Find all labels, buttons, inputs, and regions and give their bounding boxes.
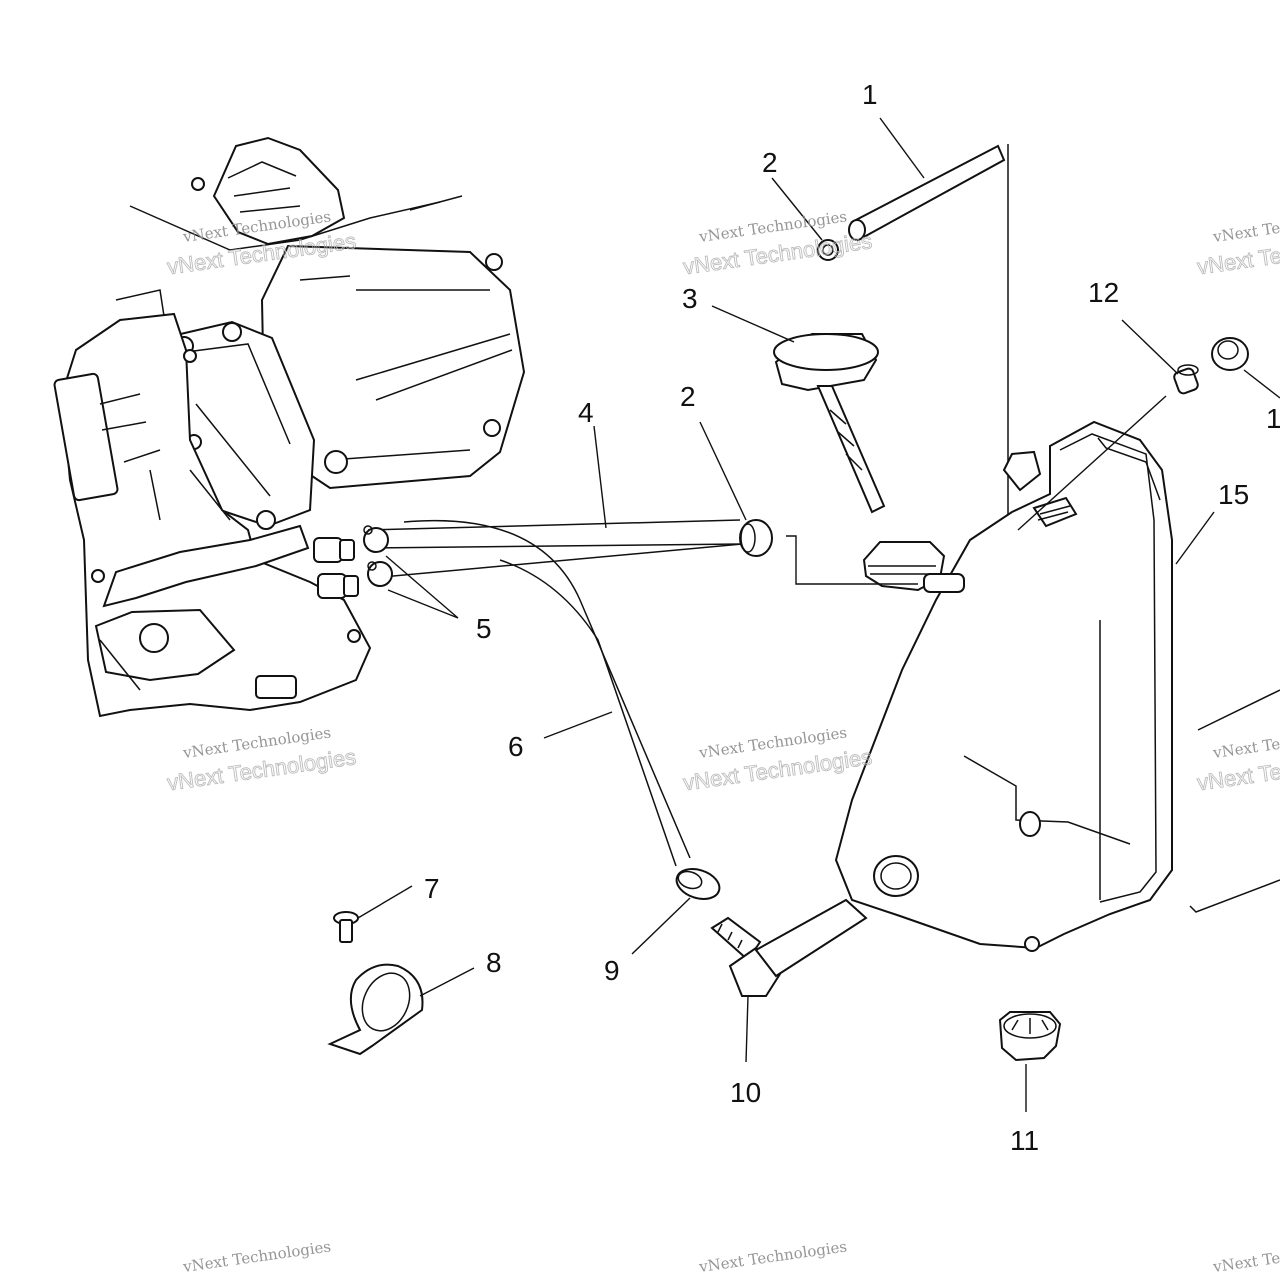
callout-10: 10 (730, 1077, 761, 1108)
oil-tank (834, 420, 1280, 952)
watermark-text: vNext Technologies (697, 1237, 848, 1276)
callout-12: 12 (1088, 277, 1119, 308)
callout-5: 5 (476, 613, 492, 644)
callout-11: 11 (1010, 1125, 1039, 1156)
callout-15: 15 (1218, 479, 1249, 510)
engine-hose-clamps (363, 525, 393, 587)
hose-clamp (739, 519, 773, 557)
grommet-13 (1211, 337, 1249, 371)
callout-13-partial: 1 (1266, 403, 1280, 434)
callout-4: 4 (578, 397, 594, 428)
screw (333, 911, 359, 943)
drain-plug (998, 1011, 1062, 1062)
callout-8: 8 (486, 947, 502, 978)
dipstick-cap (773, 333, 886, 514)
watermark-text: vNext Technologies (1211, 1237, 1280, 1276)
p-clamp (327, 963, 424, 1056)
leader-lines (357, 117, 1280, 1112)
watermark-text: vNext Technologies (181, 1237, 332, 1276)
callout-6: 6 (508, 731, 524, 762)
elbow-fitting (710, 898, 868, 997)
hose-clamp-small (817, 239, 839, 261)
watermark-text: vNext Technologies (1211, 723, 1280, 762)
callout-7: 7 (424, 873, 440, 904)
callout-2-mid: 2 (680, 381, 696, 412)
callout-3: 3 (682, 283, 698, 314)
feed-hose (403, 519, 691, 867)
callout-1: 1 (862, 79, 878, 110)
bushing-leader (1017, 395, 1167, 531)
callout-9: 9 (604, 955, 620, 986)
watermark-text: vNext Technologies (1211, 207, 1280, 246)
vent-tube (848, 144, 1009, 530)
connection-leader (786, 535, 918, 585)
bushing-12 (1173, 364, 1199, 395)
return-hose (367, 519, 743, 579)
callout-labels: 1 2 3 2 4 5 6 7 8 9 10 11 12 1 15 (424, 79, 1280, 1156)
callout-2-top: 2 (762, 147, 778, 178)
engine-assembly (53, 136, 526, 718)
hose-end-clamp (675, 868, 721, 900)
